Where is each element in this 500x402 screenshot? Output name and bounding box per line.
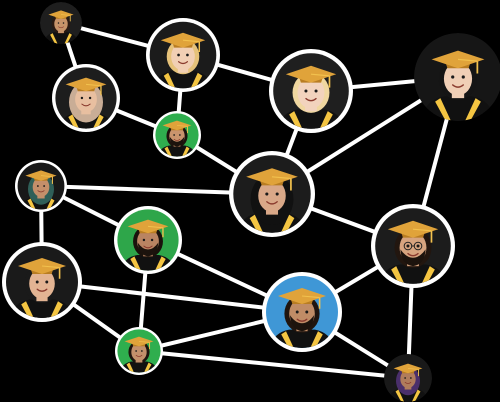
connection-line — [137, 349, 410, 380]
graduate-4-portrait[interactable] — [414, 33, 500, 121]
graduate-avatar-icon — [55, 67, 117, 129]
graduate-avatar-icon — [117, 209, 179, 271]
graduate-5-portrait[interactable] — [52, 64, 120, 132]
graduate-9-portrait[interactable] — [114, 206, 182, 274]
graduate-13-portrait[interactable] — [115, 327, 163, 375]
graduate-1-portrait[interactable] — [40, 2, 82, 44]
connection-line — [40, 280, 304, 314]
graduate-avatar-icon — [273, 53, 349, 129]
graduate-avatar-icon — [414, 33, 500, 121]
graduate-8-portrait[interactable] — [15, 160, 67, 212]
graduate-10-portrait[interactable] — [371, 204, 455, 288]
graduate-12-portrait[interactable] — [262, 272, 342, 352]
graduate-2-portrait[interactable] — [146, 18, 220, 92]
graduate-avatar-icon — [384, 354, 432, 402]
graduate-avatar-icon — [155, 113, 199, 157]
graduate-avatar-icon — [149, 21, 217, 89]
graduate-avatar-icon — [6, 246, 78, 318]
graduate-avatar-icon — [375, 208, 451, 284]
graduate-avatar-icon — [266, 276, 338, 348]
graduate-14-portrait[interactable] — [384, 354, 432, 402]
graduate-avatar-icon — [40, 2, 82, 44]
graduate-6-portrait[interactable] — [153, 111, 201, 159]
graduate-avatar-icon — [233, 155, 311, 233]
graduate-avatar-icon — [17, 162, 65, 210]
graduate-11-portrait[interactable] — [2, 242, 82, 322]
graduate-7-portrait[interactable] — [229, 151, 315, 237]
graduate-avatar-icon — [117, 329, 161, 373]
graduate-3-portrait[interactable] — [269, 49, 353, 133]
